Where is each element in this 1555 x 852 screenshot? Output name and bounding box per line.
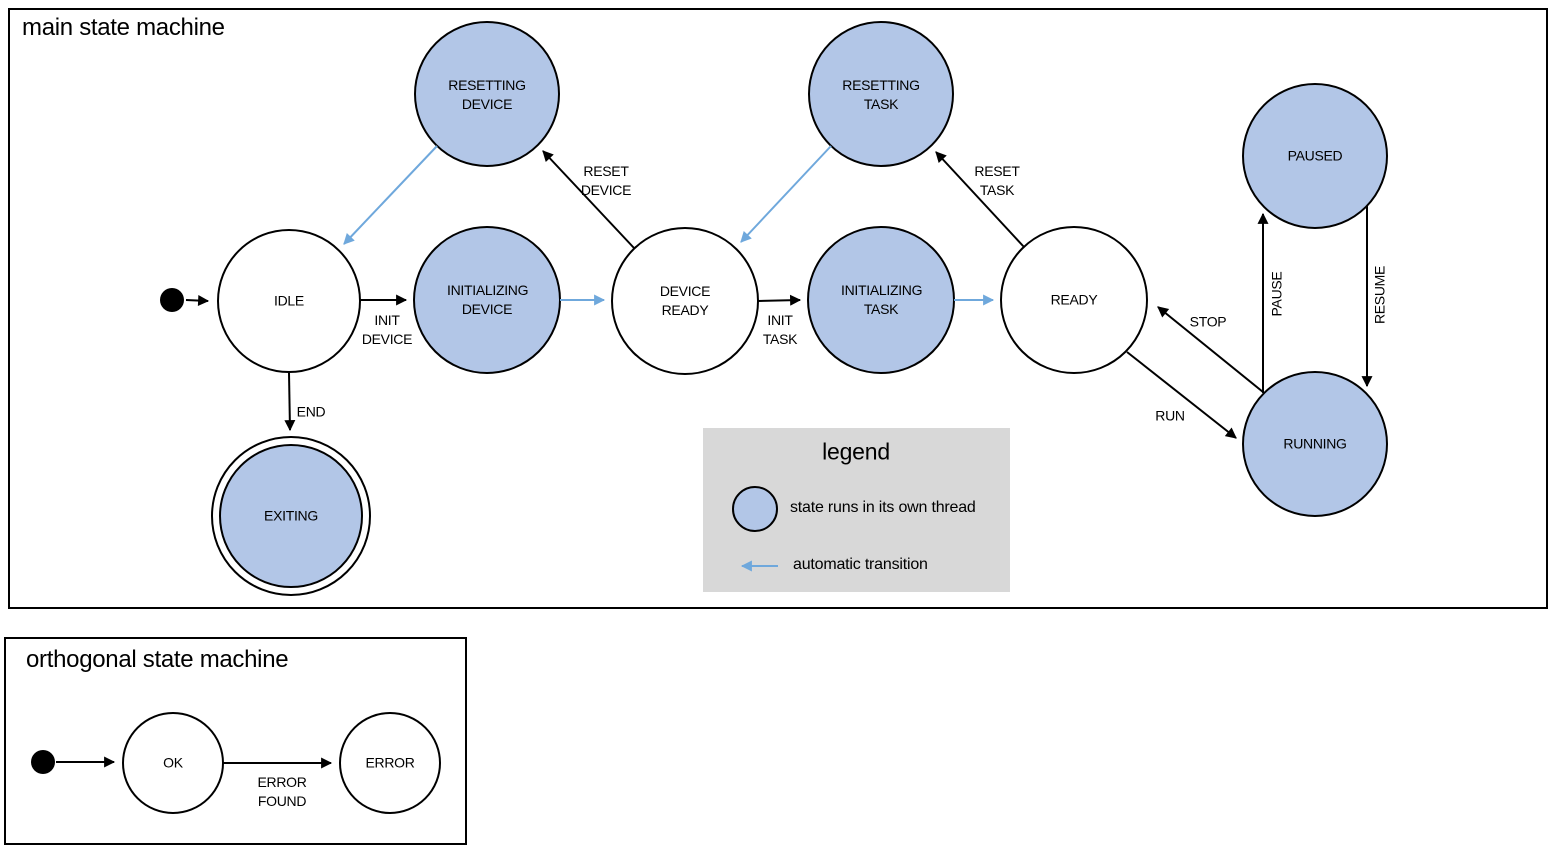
orthogonal-diagram-title: orthogonal state machine [26,646,289,673]
state-label-device-ready: DEVICE READY [659,283,711,318]
transition-label-resume: RESUME [1371,265,1388,325]
transition-label-init-task: INIT TASK [762,312,798,347]
transition-label-init-device: INIT DEVICE [361,312,413,347]
state-label-idle: IDLE [274,292,304,309]
state-label-resetting-task: RESETTING TASK [842,77,920,112]
state-label-ready: READY [1050,291,1098,308]
transition-label-reset-task: RESET TASK [974,163,1020,198]
state-label-exiting: EXITING [264,507,318,524]
state-label-resetting-device: RESETTING DEVICE [448,77,526,112]
transition-label-error-found: ERROR FOUND [257,774,307,809]
transition-label-run: RUN [1155,407,1185,424]
transition-label-stop: STOP [1189,313,1227,330]
main-diagram-title: main state machine [22,14,225,41]
state-label-ok: OK [163,754,183,771]
state-label-error: ERROR [365,754,415,771]
legend-title: legend [822,438,890,465]
orthogonal-state-machine-box [4,637,467,845]
legend-threaded-state-label: state runs in its own thread [790,499,976,516]
transition-label-end: END [296,403,326,420]
transition-label-pause: PAUSE [1268,271,1285,317]
transition-label-reset-device: RESET DEVICE [580,163,632,198]
legend-threaded-state-icon [732,486,778,532]
state-label-paused: PAUSED [1287,147,1343,164]
state-label-running: RUNNING [1283,435,1347,452]
legend-automatic-transition-label: automatic transition [793,556,928,573]
state-label-initializing-device: INITIALIZING DEVICE [447,282,529,317]
state-label-initializing-task: INITIALIZING TASK [841,282,923,317]
main-state-machine-box [8,8,1548,609]
